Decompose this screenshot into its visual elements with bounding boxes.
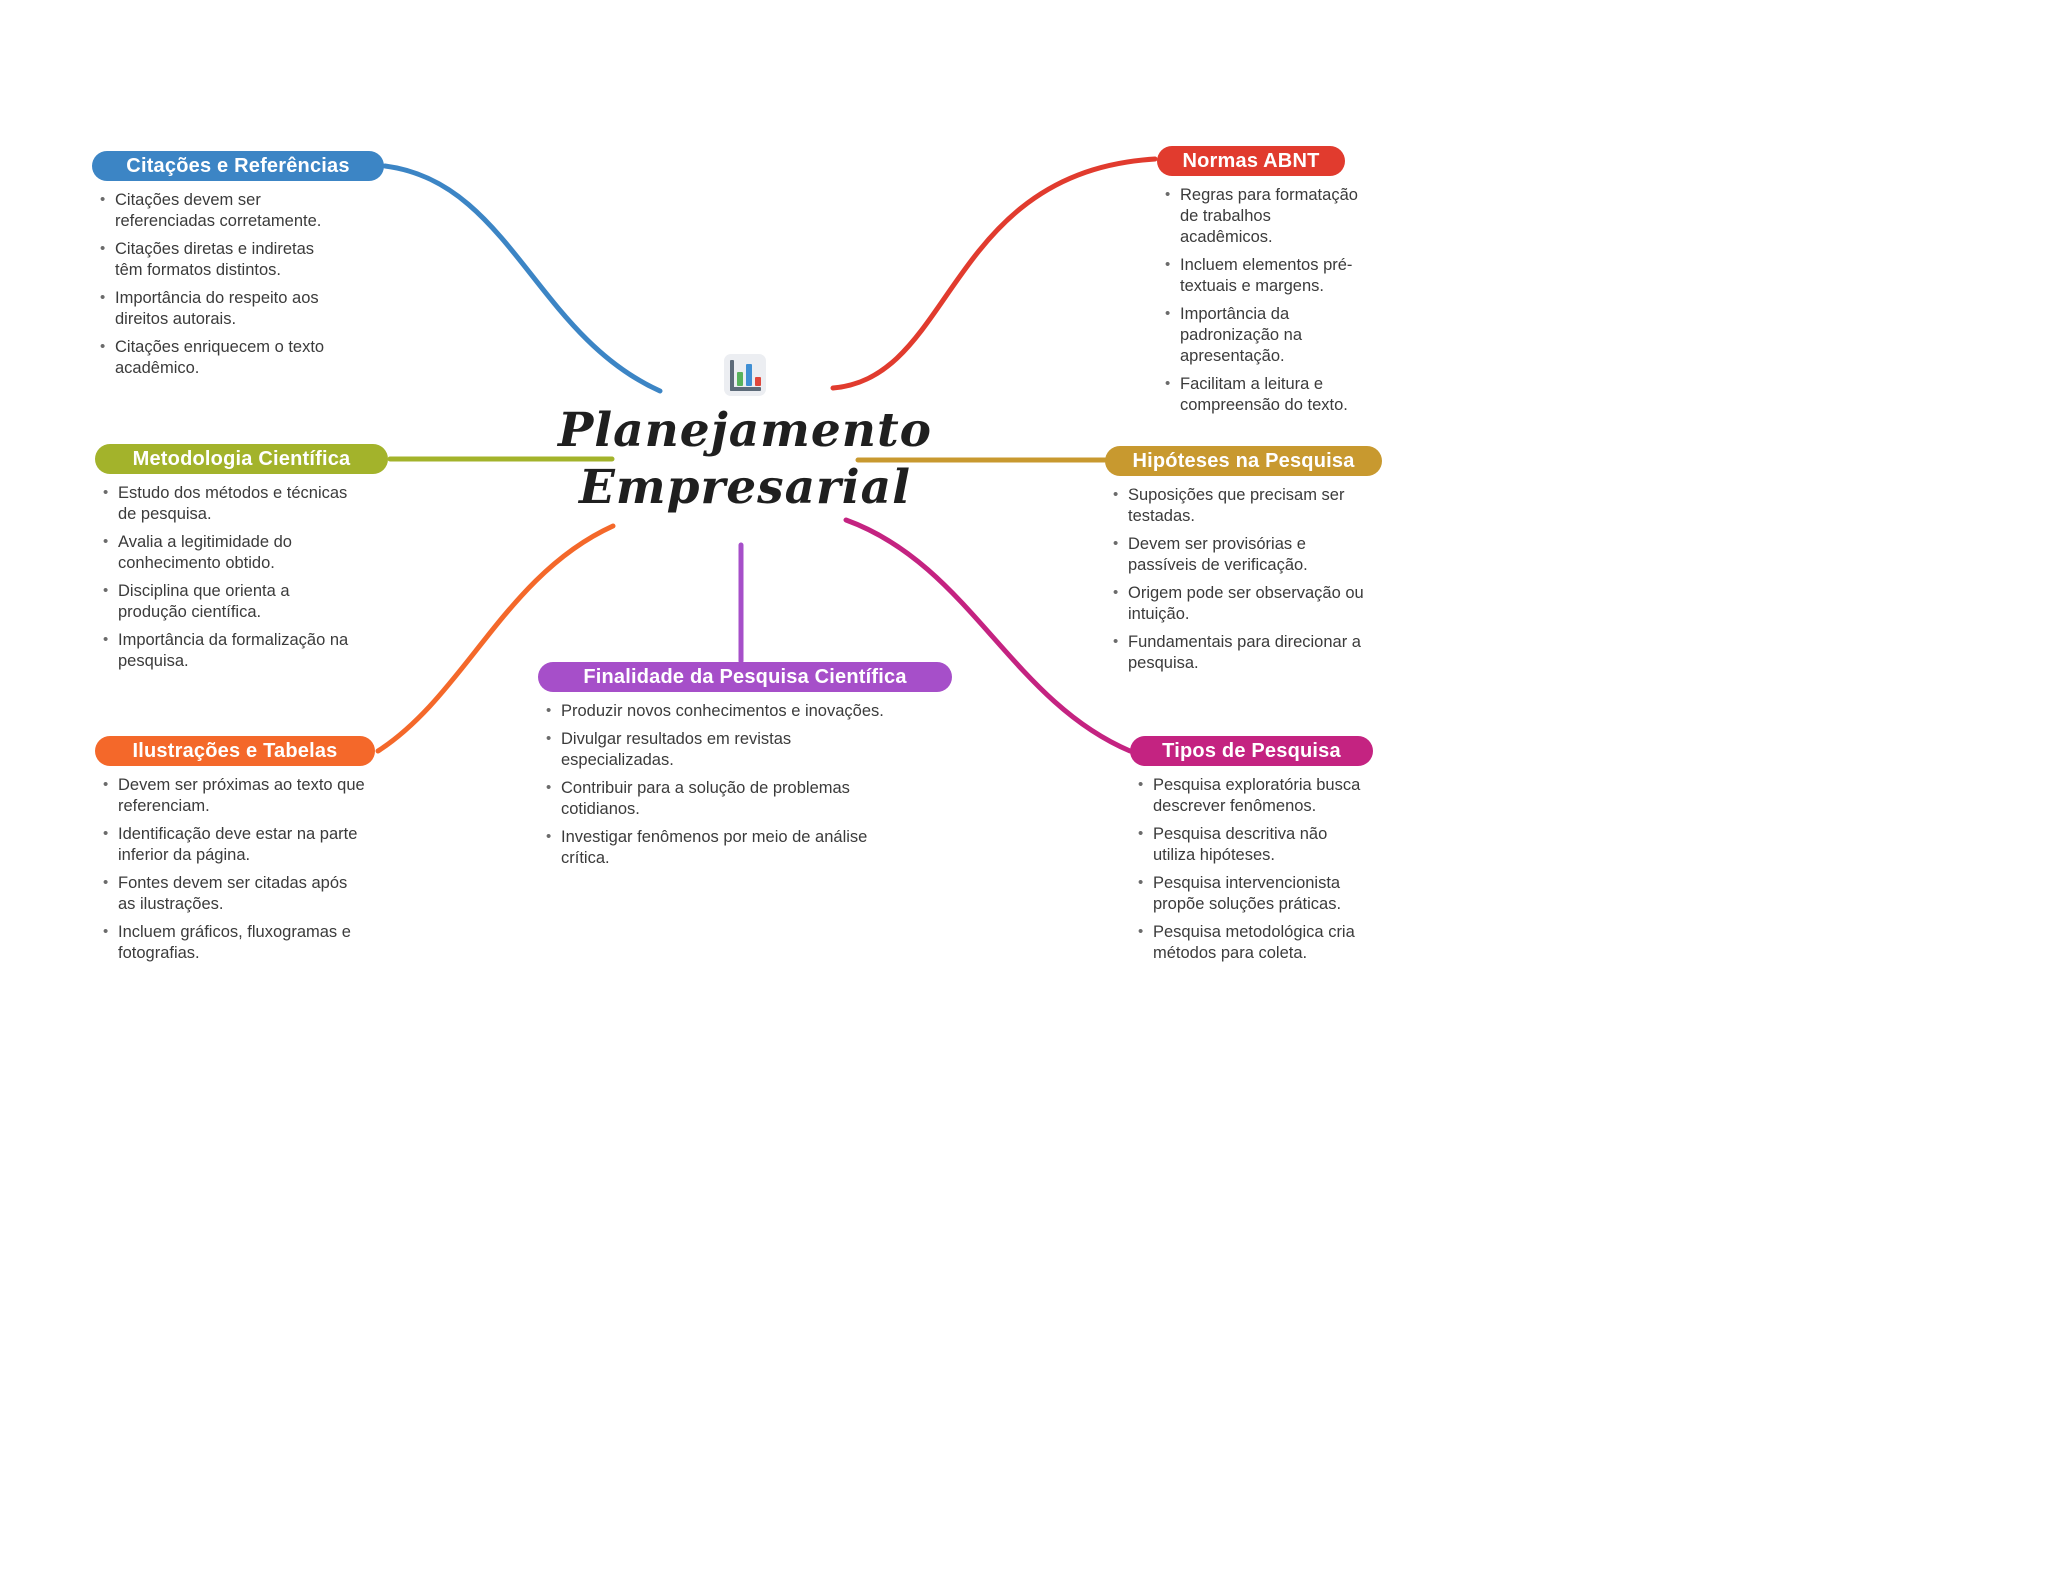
bar-chart-icon <box>722 352 768 398</box>
central-topic: Planejamento Empresarial <box>545 352 945 516</box>
bullet-item: Importância da formalização na pesquisa. <box>101 630 353 672</box>
branch-header-normas: Normas ABNT <box>1157 146 1345 176</box>
branch-metodologia: Metodologia Científica Estudo dos método… <box>95 444 388 679</box>
bullet-item: Pesquisa intervencionista propõe soluçõe… <box>1136 873 1374 915</box>
bullet-item: Identificação deve estar na parte inferi… <box>101 824 369 866</box>
bullet-item: Pesquisa metodológica cria métodos para … <box>1136 922 1374 964</box>
branch-citacoes: Citações e Referências Citações devem se… <box>92 151 384 386</box>
bullet-item: Produzir novos conhecimentos e inovações… <box>544 701 894 722</box>
branch-normas: Normas ABNT Regras para formatação de tr… <box>1157 146 1392 423</box>
connector-normas <box>830 156 1158 391</box>
branch-ilustracoes: Ilustrações e Tabelas Devem ser próximas… <box>95 736 375 971</box>
bullet-item: Citações enriquecem o texto acadêmico. <box>98 337 330 379</box>
branch-items-citacoes: Citações devem ser referenciadas correta… <box>92 190 330 379</box>
branch-header-ilustracoes: Ilustrações e Tabelas <box>95 736 375 766</box>
branch-tipos: Tipos de Pesquisa Pesquisa exploratória … <box>1130 736 1373 971</box>
bullet-item: Estudo dos métodos e técnicas de pesquis… <box>101 483 353 525</box>
central-title-line-1: Planejamento <box>557 403 933 458</box>
bullet-item: Fundamentais para direcionar a pesquisa. <box>1111 632 1369 674</box>
bullet-item: Suposições que precisam ser testadas. <box>1111 485 1369 527</box>
bullet-item: Incluem gráficos, fluxogramas e fotograf… <box>101 922 369 964</box>
bullet-item: Investigar fenômenos por meio de análise… <box>544 827 894 869</box>
branch-header-finalidade: Finalidade da Pesquisa Científica <box>538 662 952 692</box>
bullet-item: Pesquisa exploratória busca descrever fe… <box>1136 775 1374 817</box>
bullet-item: Devem ser próximas ao texto que referenc… <box>101 775 369 817</box>
bullet-item: Citações devem ser referenciadas correta… <box>98 190 330 232</box>
connector-ilustracoes <box>375 523 616 754</box>
bullet-item: Facilitam a leitura e compreensão do tex… <box>1163 374 1363 416</box>
bullet-item: Citações diretas e indiretas têm formato… <box>98 239 330 281</box>
branch-header-tipos: Tipos de Pesquisa <box>1130 736 1373 766</box>
bullet-item: Origem pode ser observação ou intuição. <box>1111 583 1369 625</box>
bullet-item: Contribuir para a solução de problemas c… <box>544 778 894 820</box>
bullet-item: Incluem elementos pré-textuais e margens… <box>1163 255 1363 297</box>
bullet-item: Fontes devem ser citadas após as ilustra… <box>101 873 369 915</box>
branch-items-ilustracoes: Devem ser próximas ao texto que referenc… <box>95 775 369 964</box>
branch-finalidade: Finalidade da Pesquisa Científica Produz… <box>538 662 952 876</box>
central-title-line-2: Empresarial <box>579 460 911 515</box>
bullet-item: Importância do respeito aos direitos aut… <box>98 288 330 330</box>
bullet-item: Pesquisa descritiva não utiliza hipótese… <box>1136 824 1374 866</box>
bullet-item: Divulgar resultados em revistas especial… <box>544 729 894 771</box>
bullet-item: Avalia a legitimidade do conhecimento ob… <box>101 532 353 574</box>
bullet-item: Importância da padronização na apresenta… <box>1163 304 1363 367</box>
branch-header-metodologia: Metodologia Científica <box>95 444 388 474</box>
branch-items-hipoteses: Suposições que precisam ser testadas. De… <box>1105 485 1369 674</box>
bullet-item: Disciplina que orienta a produção cientí… <box>101 581 353 623</box>
connector-tipos <box>843 517 1133 754</box>
connector-citacoes <box>382 163 663 394</box>
bullet-item: Regras para formatação de trabalhos acad… <box>1163 185 1363 248</box>
branch-items-normas: Regras para formatação de trabalhos acad… <box>1157 185 1363 416</box>
branch-items-tipos: Pesquisa exploratória busca descrever fe… <box>1130 775 1374 964</box>
branch-header-citacoes: Citações e Referências <box>92 151 384 181</box>
branch-header-hipoteses: Hipóteses na Pesquisa <box>1105 446 1382 476</box>
branch-items-finalidade: Produzir novos conhecimentos e inovações… <box>538 701 894 869</box>
bullet-item: Devem ser provisórias e passíveis de ver… <box>1111 534 1369 576</box>
branch-hipoteses: Hipóteses na Pesquisa Suposições que pre… <box>1105 446 1385 681</box>
branch-items-metodologia: Estudo dos métodos e técnicas de pesquis… <box>95 483 353 672</box>
